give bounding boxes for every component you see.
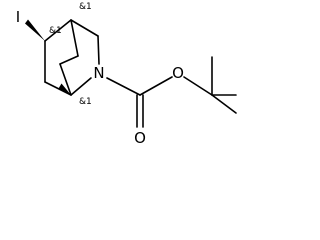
boc-group-bonds [106,56,237,128]
bond-carbonyl-ether-oxygen [139,76,173,96]
stereo-label-iodo-carbon: &1 [49,26,62,36]
stereo-bonds [25,19,71,95]
ether-oxygen-atom-label: O [172,64,184,82]
stereo-descriptors: &1 &1 &1 [49,2,92,107]
molecule-structure: I N O O &1 &1 &1 [16,2,237,147]
bond-c1-c2 [70,19,99,37]
bond-n-carbonyl-carbon [106,77,141,96]
atom-labels: I N O O [16,8,184,147]
bond-n-c4 [70,77,92,96]
carbonyl-oxygen-atom-label: O [134,129,146,147]
bond-c2-n [97,35,100,65]
ring-bonds [44,19,100,96]
bond-c1-c7 [70,19,79,57]
bond-c7-c8 [59,55,79,65]
bond-c1-c6 [44,19,72,42]
iodine-atom-label: I [16,8,20,26]
stereo-label-upper-bridgehead: &1 [79,2,92,12]
wedge-bond-bridgehead [58,83,71,95]
nitrogen-atom-label: N [93,64,104,82]
stereo-label-lower-bridgehead: &1 [79,97,92,107]
bond-c5-c4 [44,81,72,96]
wedge-bond-iodo [25,19,45,41]
bond-ether-oxygen-tert-carbon [183,76,213,96]
bond-c8-c4 [59,63,72,96]
bond-tert-carbon-methyl-bottom [211,94,237,114]
